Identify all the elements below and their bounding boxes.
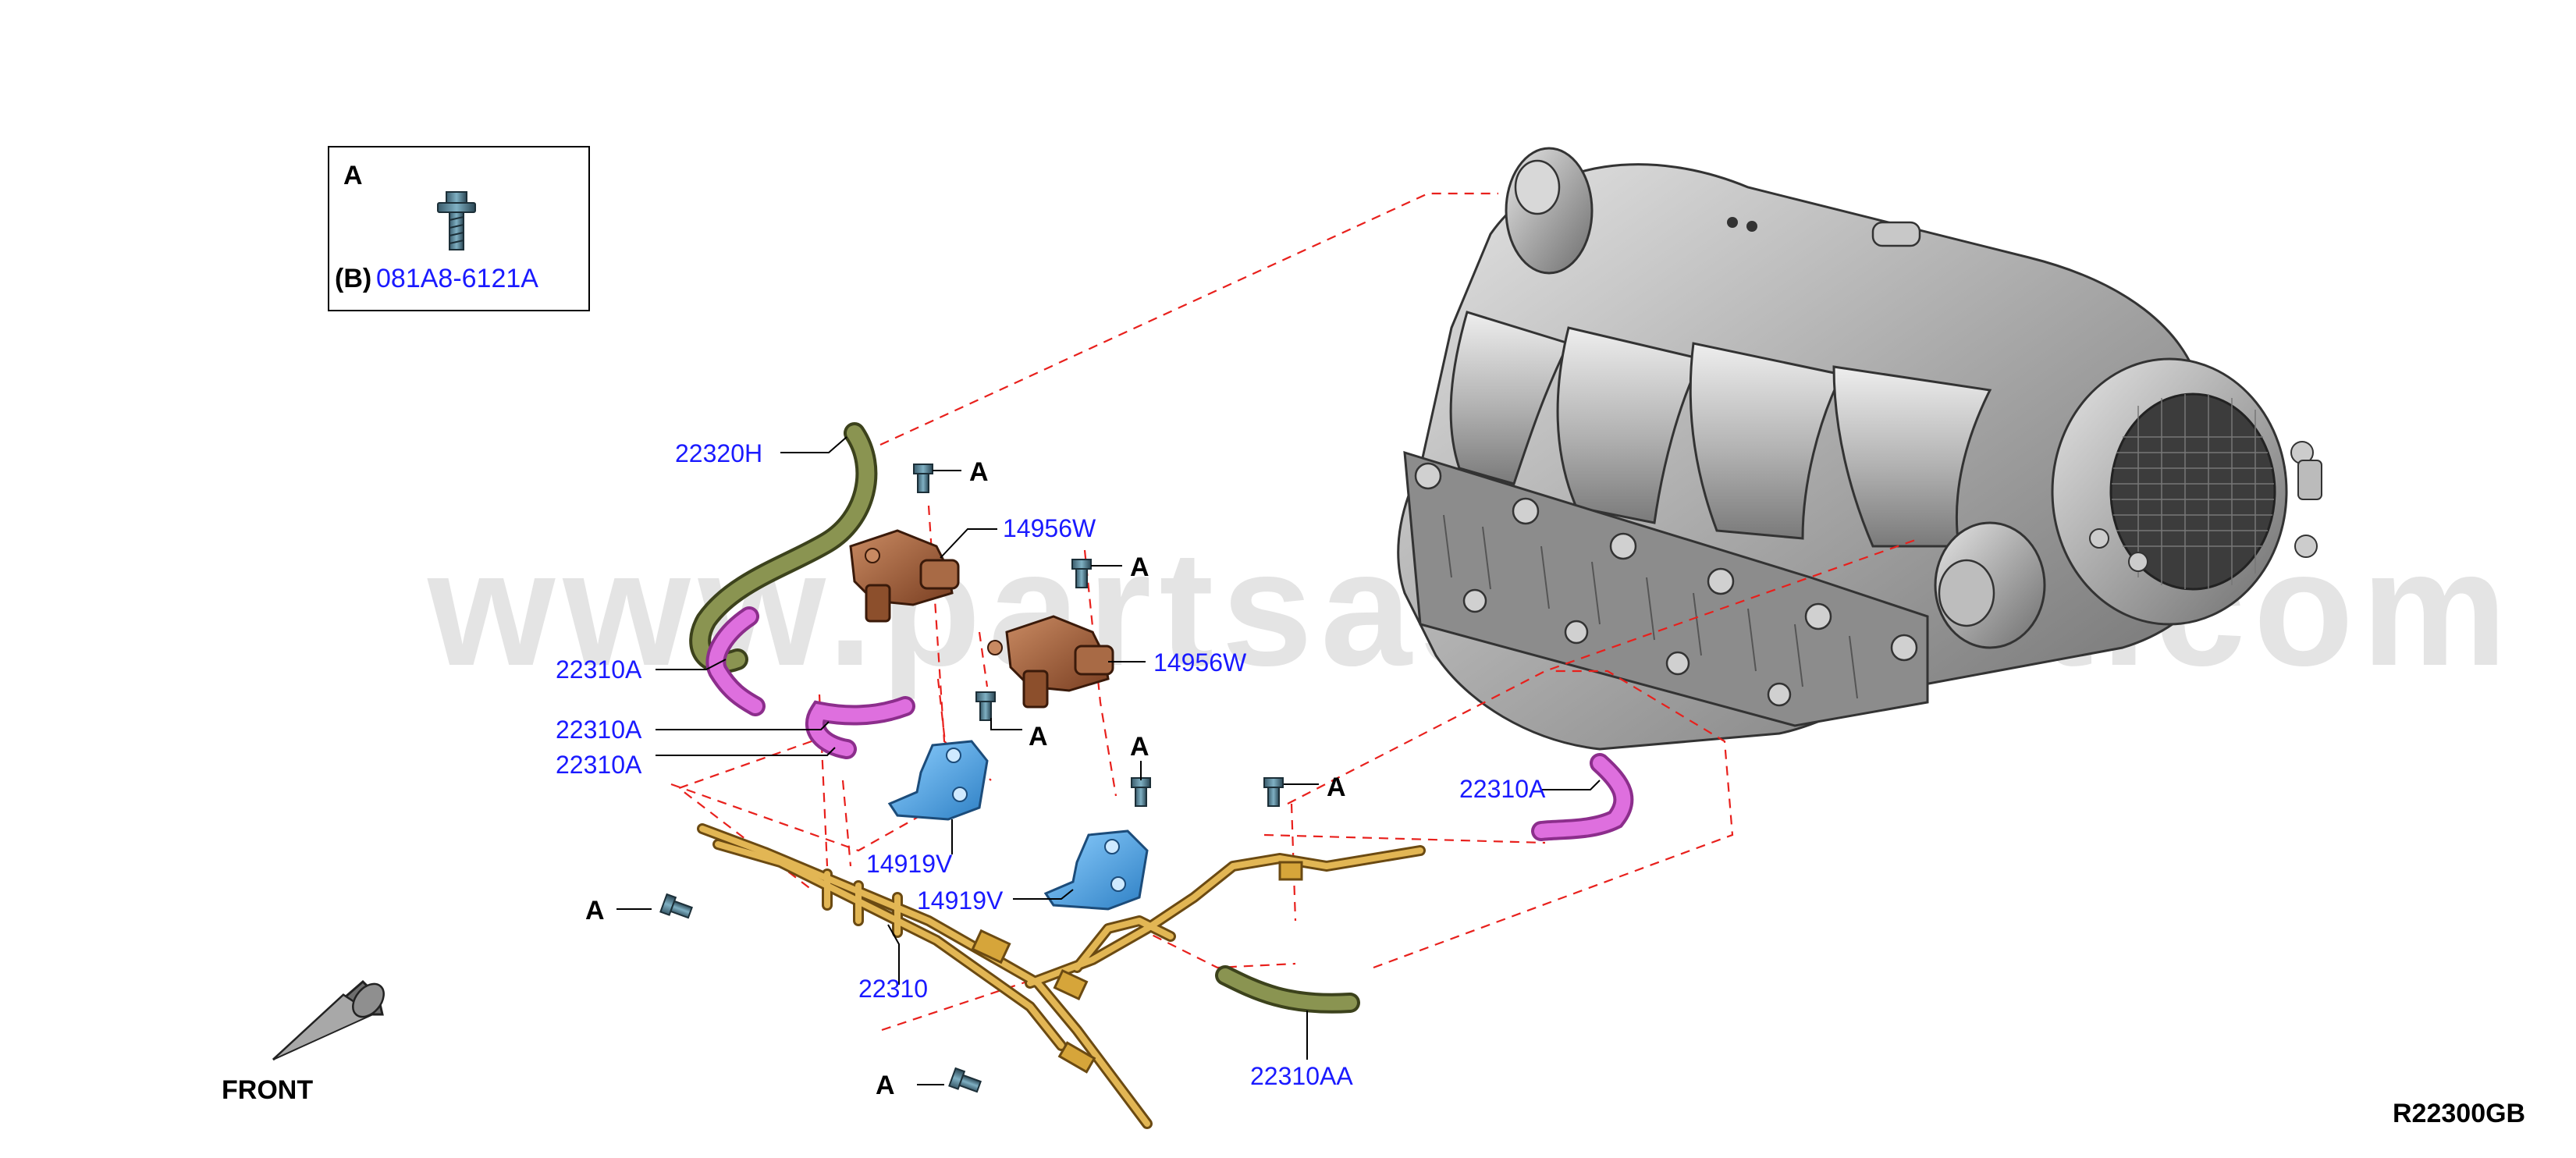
bracket-14919v-lower bbox=[1043, 829, 1149, 911]
bolt-icon bbox=[948, 1067, 982, 1093]
legend-prefix: (B) bbox=[335, 264, 371, 293]
callout-22320h: 22320H bbox=[675, 439, 762, 467]
diagram-code: R22300GB bbox=[2393, 1099, 2525, 1128]
bolt-icon bbox=[1263, 777, 1284, 807]
bolt-legend: A (B) 081A8-6121A bbox=[328, 146, 590, 311]
callout-14919v-2: 14919V bbox=[917, 886, 1004, 915]
marker-a: A bbox=[969, 457, 989, 487]
callout-14956w-upper: 14956W bbox=[1003, 514, 1096, 542]
callout-22310a-4: 22310A bbox=[1459, 775, 1546, 803]
solenoid-valve-lower bbox=[987, 615, 1114, 709]
leader-lines bbox=[616, 436, 1601, 1085]
manifold-top-boss bbox=[1505, 147, 1921, 275]
legend-bolt-icon bbox=[437, 191, 476, 250]
legend-marker: A bbox=[343, 161, 363, 190]
callouts: 22320H 14956W 14956W 22310A 22310A 22310… bbox=[556, 439, 1546, 1090]
bolt-icon bbox=[913, 464, 933, 493]
marker-a: A bbox=[585, 896, 605, 925]
callout-22310a-3: 22310A bbox=[556, 751, 642, 779]
front-arrow-icon bbox=[272, 979, 385, 1061]
marker-a: A bbox=[1029, 722, 1048, 751]
throttle-body bbox=[2051, 357, 2322, 626]
bracket-14919v-upper bbox=[887, 740, 989, 821]
bolt-icon bbox=[659, 893, 693, 919]
callout-22310a-2: 22310A bbox=[556, 716, 642, 744]
hose-22310a-middle bbox=[805, 696, 915, 759]
front-label: FRONT bbox=[222, 1075, 313, 1105]
bolt-icons bbox=[659, 464, 1284, 1093]
callout-14956w-lower: 14956W bbox=[1153, 648, 1247, 677]
bolt-icon bbox=[1131, 777, 1151, 807]
marker-a: A bbox=[1327, 773, 1346, 802]
marker-a: A bbox=[1130, 732, 1149, 762]
marker-a: A bbox=[876, 1071, 895, 1100]
vacuum-tube-22310 bbox=[697, 823, 1426, 1129]
hose-22320h bbox=[689, 422, 878, 673]
hose-22310a-right bbox=[1531, 753, 1634, 841]
intake-manifold bbox=[1397, 147, 2322, 751]
hose-22310a-upper bbox=[705, 606, 766, 716]
bolt-icon bbox=[1071, 559, 1092, 588]
callout-22310aa: 22310AA bbox=[1250, 1062, 1353, 1090]
hose-22310aa bbox=[1215, 965, 1360, 1014]
legend-part-number: 081A8-6121A bbox=[376, 264, 538, 293]
bolt-icon bbox=[975, 691, 996, 721]
callout-22310a-1: 22310A bbox=[556, 655, 642, 684]
marker-a: A bbox=[1130, 552, 1149, 582]
solenoid-valve-upper bbox=[849, 529, 960, 623]
callout-22310: 22310 bbox=[858, 975, 928, 1003]
a-markers: A A A A A A A bbox=[585, 457, 1346, 1100]
callout-14919v-1: 14919V bbox=[866, 850, 953, 878]
